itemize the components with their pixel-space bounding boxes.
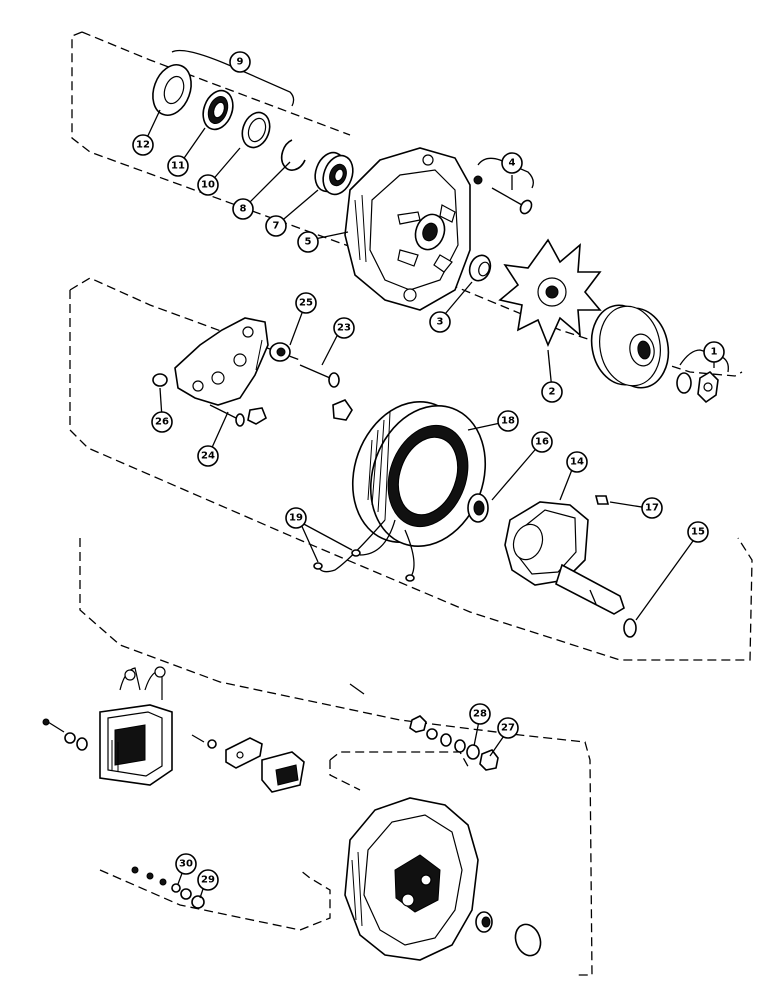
rotor-14 (504, 501, 625, 615)
nut-washer-1 (676, 370, 719, 404)
seal-12 (152, 64, 192, 116)
key-17 (594, 495, 610, 505)
callout-30: 30 (175, 853, 197, 875)
terminal-nut (332, 399, 353, 421)
callout-8: 8 (232, 198, 254, 220)
svg-text:26: 26 (155, 417, 169, 428)
callout-1: 1 (703, 341, 725, 363)
callout-5: 5 (297, 231, 319, 253)
mounting-bracket (174, 317, 269, 406)
svg-text:28: 28 (473, 709, 487, 720)
rear-bearing (475, 911, 542, 957)
callout-25: 25 (295, 292, 317, 314)
callout-27: 27 (497, 717, 519, 739)
upper-group-outline (71, 31, 743, 377)
callout-14: 14 (566, 451, 588, 473)
ring-15 (623, 618, 637, 638)
snap-ring-8 (280, 139, 306, 171)
callout-15: 15 (687, 521, 709, 543)
regulator-screws (42, 718, 88, 751)
svg-text:4: 4 (509, 158, 516, 169)
terminal-clip (191, 734, 263, 769)
svg-text:3: 3 (437, 317, 444, 328)
svg-text:1: 1 (711, 347, 718, 358)
lower-group-outline (79, 538, 593, 976)
screw-23 (299, 364, 340, 388)
callout-10: 10 (197, 174, 219, 196)
callout-9: 9 (229, 51, 251, 73)
callout-11: 11 (167, 155, 189, 177)
callout-3: 3 (429, 311, 451, 333)
svg-text:17: 17 (645, 503, 659, 514)
callout-16: 16 (531, 431, 553, 453)
washer-10 (241, 111, 271, 149)
hardware-row-upper (409, 715, 499, 771)
screw-24 (209, 404, 267, 427)
svg-text:19: 19 (289, 513, 303, 524)
svg-text:24: 24 (201, 451, 215, 462)
callout-12: 12 (132, 134, 154, 156)
slip-ring-end-frame (344, 797, 479, 961)
terminal-block (261, 751, 305, 793)
svg-text:14: 14 (570, 457, 584, 468)
bolt-4 (473, 175, 533, 215)
callout-23: 23 (333, 317, 355, 339)
stator-18 (351, 400, 487, 548)
bearing-16 (467, 493, 489, 523)
callout-2: 2 (541, 381, 563, 403)
svg-text:7: 7 (273, 221, 280, 232)
callout-4: 4 (501, 152, 523, 174)
pulley (590, 304, 670, 389)
bearing-7 (314, 151, 354, 196)
callout-19: 19 (285, 507, 307, 529)
nut-25 (269, 342, 291, 362)
callout-18: 18 (497, 410, 519, 432)
svg-text:30: 30 (179, 859, 193, 870)
drive-end-frame-5 (344, 147, 471, 311)
fan-2 (498, 238, 602, 348)
callout-29: 29 (197, 869, 219, 891)
callout-7: 7 (265, 215, 287, 237)
svg-text:18: 18 (501, 416, 515, 427)
svg-text:15: 15 (691, 527, 705, 538)
svg-text:8: 8 (240, 204, 247, 215)
hardware-row-lower (131, 866, 205, 909)
lower-group-hardware-loop (329, 751, 471, 791)
svg-text:27: 27 (501, 723, 515, 734)
seal-11 (202, 89, 234, 131)
svg-text:2: 2 (549, 387, 556, 398)
svg-text:10: 10 (201, 180, 215, 191)
callout-26: 26 (151, 411, 173, 433)
svg-text:12: 12 (136, 140, 150, 151)
lower-group-left-loop (99, 869, 331, 931)
spacer-3 (468, 254, 492, 282)
svg-text:23: 23 (337, 323, 351, 334)
middle-group-outline (69, 290, 753, 661)
upper-group-top (81, 31, 351, 136)
regulator (99, 666, 173, 786)
svg-text:5: 5 (305, 237, 312, 248)
callout-24: 24 (197, 445, 219, 467)
svg-text:25: 25 (299, 298, 313, 309)
callout-17: 17 (641, 497, 663, 519)
small-screw (349, 683, 365, 695)
stator-leads-19 (313, 519, 415, 582)
callout-28: 28 (469, 703, 491, 725)
nut-26 (152, 373, 168, 387)
svg-text:29: 29 (201, 875, 215, 886)
svg-text:9: 9 (237, 57, 244, 68)
svg-text:16: 16 (535, 437, 549, 448)
svg-text:11: 11 (171, 161, 185, 172)
